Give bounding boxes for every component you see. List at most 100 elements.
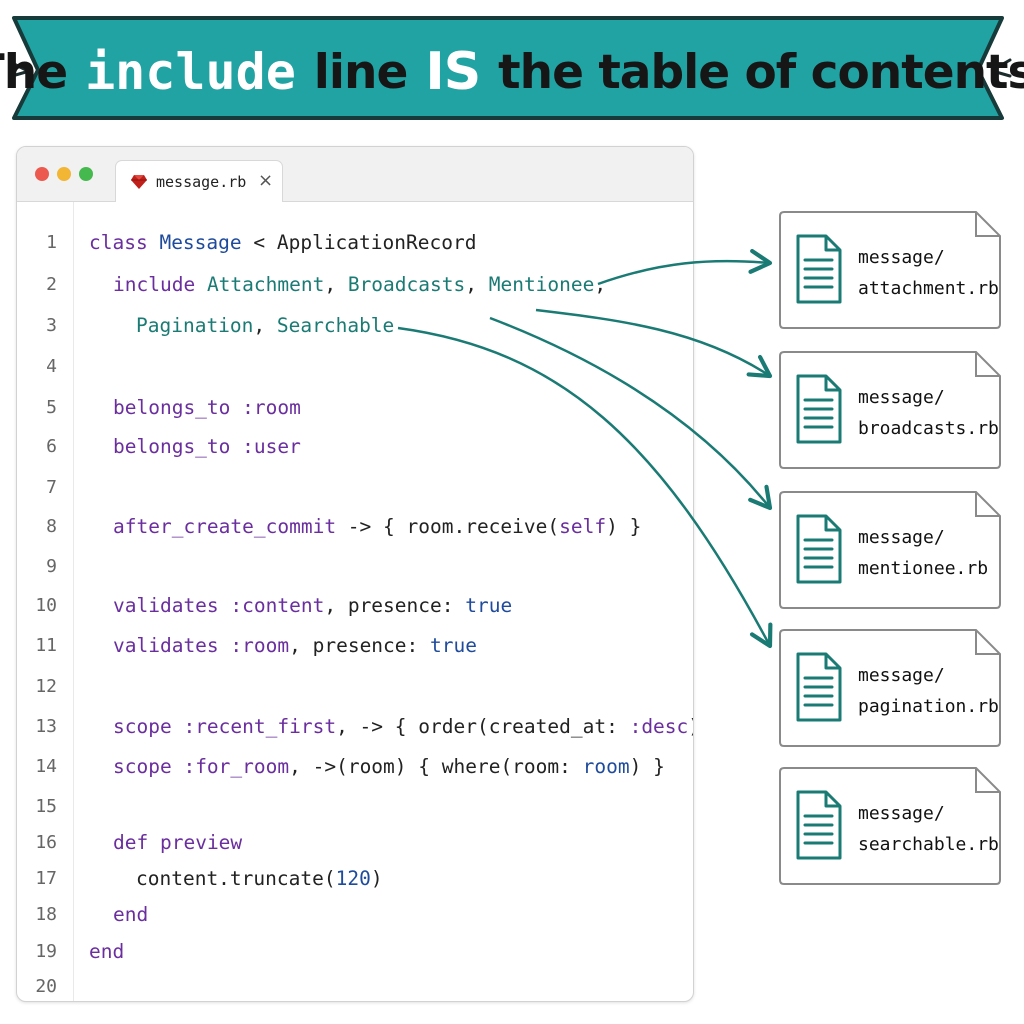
code-token: Pagination: [136, 314, 254, 337]
file-card[interactable]: message/pagination.rb: [778, 628, 1002, 748]
code-token: < ApplicationRecord: [241, 231, 477, 254]
code-text: def preview: [113, 829, 242, 857]
file-path: message/attachment.rb: [858, 242, 999, 304]
code-text: end: [89, 938, 124, 966]
sparkle-left-icon: [10, 62, 28, 78]
line-number: 13: [35, 716, 57, 737]
code-line: 9: [17, 553, 687, 581]
code-token: def: [113, 831, 149, 854]
code-text: Pagination, Searchable: [136, 312, 394, 340]
code-token: :desc: [629, 715, 689, 738]
file-name: attachment.rb: [858, 278, 999, 299]
code-line: 19 end: [17, 938, 687, 966]
banner-ribbon: [10, 16, 1012, 120]
code-token: :user: [242, 435, 301, 458]
code-token: content.truncate(: [136, 867, 336, 890]
code-text: belongs_to :room: [113, 394, 301, 422]
code-token: Broadcasts: [347, 273, 466, 296]
file-card[interactable]: message/broadcasts.rb: [778, 350, 1002, 470]
code-token: end: [113, 903, 149, 926]
banner-text-is: IS: [425, 42, 481, 102]
code-token: validates: [113, 634, 219, 657]
code-token: -> { room.receive(: [336, 515, 560, 538]
code-token: belongs_to: [113, 435, 231, 458]
code-line: 12: [17, 673, 687, 701]
code-token: include: [113, 273, 196, 296]
code-token: preview: [159, 831, 243, 854]
code-token: :for_room: [183, 755, 290, 778]
code-token: self: [559, 515, 607, 538]
code-token: [148, 831, 160, 854]
code-line: 14 scope :for_room, ->(room) { where(room…: [17, 753, 687, 781]
maximize-window-button[interactable]: [79, 167, 93, 181]
file-dir: message/: [858, 527, 945, 548]
code-token: :room: [230, 634, 290, 657]
code-text: class Message < ApplicationRecord: [89, 229, 476, 257]
line-number: 16: [35, 832, 57, 853]
line-number: 14: [35, 756, 57, 777]
line-number: 3: [46, 315, 57, 336]
banner-text-line: line: [313, 44, 409, 100]
line-number: 12: [35, 676, 57, 697]
code-text: include Attachment, Broadcasts, Mentione…: [113, 271, 606, 299]
code-token: true: [430, 634, 477, 657]
document-icon: [796, 652, 842, 722]
code-token: ,: [253, 314, 277, 337]
file-card[interactable]: message/attachment.rb: [778, 210, 1002, 330]
code-token: 120: [335, 867, 371, 890]
code-token: scope: [113, 755, 172, 778]
code-text: scope :for_room, ->(room) { where(room: …: [113, 753, 665, 781]
code-token: ) }: [629, 755, 665, 778]
tab-close-icon[interactable]: ×: [258, 170, 274, 191]
minimize-window-button[interactable]: [57, 167, 71, 181]
banner-text-include: include: [85, 43, 296, 101]
code-token: scope: [113, 715, 172, 738]
code-token: , ->(room) { where(room:: [289, 755, 583, 778]
code-text: belongs_to :user: [113, 433, 301, 461]
code-token: Message: [159, 231, 242, 254]
code-line: 1 class Message < ApplicationRecord: [17, 229, 687, 257]
code-token: class: [89, 231, 148, 254]
file-dir: message/: [858, 247, 945, 268]
code-editor-window: message.rb × 1 class Message < Applicatio…: [16, 146, 694, 1002]
code-text: validates :content, presence: true: [113, 592, 512, 620]
line-number: 8: [46, 516, 57, 537]
code-token: [230, 396, 242, 419]
code-token: ,: [465, 273, 489, 296]
document-icon: [796, 234, 842, 304]
line-number: 19: [35, 941, 57, 962]
code-text: end: [113, 901, 148, 929]
code-token: :room: [242, 396, 301, 419]
file-dir: message/: [858, 387, 945, 408]
code-line: 5 belongs_to :room: [17, 394, 687, 422]
file-name: mentionee.rb: [858, 558, 989, 579]
code-text: after_create_commit -> { room.receive(se…: [113, 513, 641, 541]
code-token: end: [89, 940, 125, 963]
file-dir: message/: [858, 665, 945, 686]
code-line: 4: [17, 353, 687, 381]
code-line: 3 Pagination, Searchable: [17, 312, 687, 340]
code-token: Attachment: [206, 273, 325, 296]
line-number: 5: [46, 397, 57, 418]
code-token: true: [465, 594, 513, 617]
file-card[interactable]: message/searchable.rb: [778, 766, 1002, 886]
code-token: belongs_to: [113, 396, 231, 419]
banner-title: The include line IS the table of content…: [0, 28, 1024, 116]
file-card[interactable]: message/mentionee.rb: [778, 490, 1002, 610]
editor-titlebar: message.rb ×: [17, 147, 693, 202]
file-path: message/mentionee.rb: [858, 522, 988, 584]
code-text: validates :room, presence: true: [113, 632, 477, 660]
code-line: 15: [17, 793, 687, 821]
tab-message-rb[interactable]: message.rb ×: [115, 160, 283, 202]
close-window-button[interactable]: [35, 167, 49, 181]
file-path: message/searchable.rb: [858, 798, 999, 860]
line-number: 1: [46, 232, 57, 253]
line-number: 4: [46, 356, 57, 377]
code-token: ,: [324, 273, 348, 296]
code-line: 20: [17, 973, 687, 1001]
file-path: message/pagination.rb: [858, 660, 999, 722]
